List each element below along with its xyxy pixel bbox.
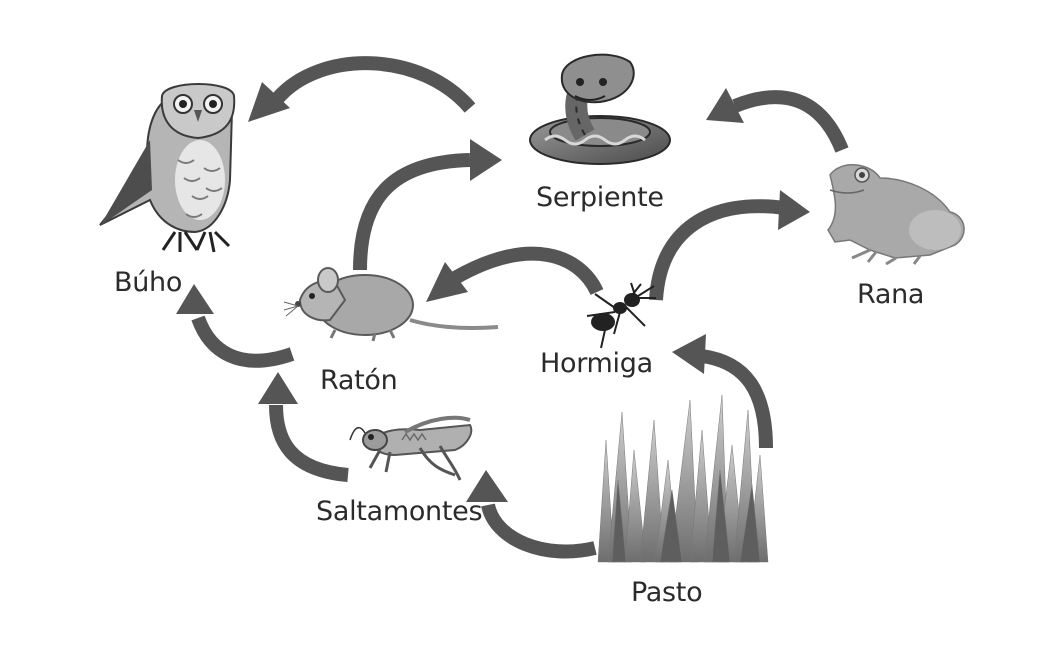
snake-icon xyxy=(529,53,671,165)
ant-icon xyxy=(586,282,656,349)
arrowhead-buho xyxy=(248,82,290,122)
label-serpiente: Serpiente xyxy=(536,182,664,213)
arrowhead-hormiga xyxy=(672,334,706,374)
label-raton: Ratón xyxy=(320,365,398,396)
arrow-hormiga-to-rana xyxy=(649,199,786,301)
arrowhead-rana xyxy=(778,190,810,230)
arrow-hormiga-to-raton xyxy=(451,246,604,296)
label-saltamontes: Saltamontes xyxy=(316,496,483,527)
mouse-icon xyxy=(283,267,499,342)
grasshopper-icon xyxy=(349,415,473,481)
label-pasto: Pasto xyxy=(631,577,703,608)
arrow-serpiente-to-buho xyxy=(272,56,476,113)
arrowhead-serpiente-from-rana xyxy=(706,88,744,123)
arrow-rana-to-serpiente xyxy=(732,90,849,153)
arrowhead-serpiente-from-raton xyxy=(470,139,502,181)
frog-icon xyxy=(827,164,965,266)
label-hormiga: Hormiga xyxy=(540,348,653,379)
arrowhead-buho-from-raton xyxy=(176,284,214,314)
grass-icon xyxy=(597,394,769,563)
arrow-pasto-to-saltamontes xyxy=(481,503,597,559)
arrow-raton-to-serpiente xyxy=(353,153,471,271)
label-buho: Búho xyxy=(114,267,183,298)
owl-icon xyxy=(99,83,236,253)
arrow-raton-to-buho xyxy=(191,315,295,368)
arrow-pasto-to-hormiga xyxy=(700,349,773,449)
arrowhead-raton-from-saltamontes xyxy=(258,372,298,404)
arrowhead-raton-from-hormiga xyxy=(426,262,468,302)
arrowhead-saltamontes xyxy=(466,470,508,502)
label-rana: Rana xyxy=(857,279,925,310)
arrow-saltamontes-to-raton xyxy=(269,404,349,482)
